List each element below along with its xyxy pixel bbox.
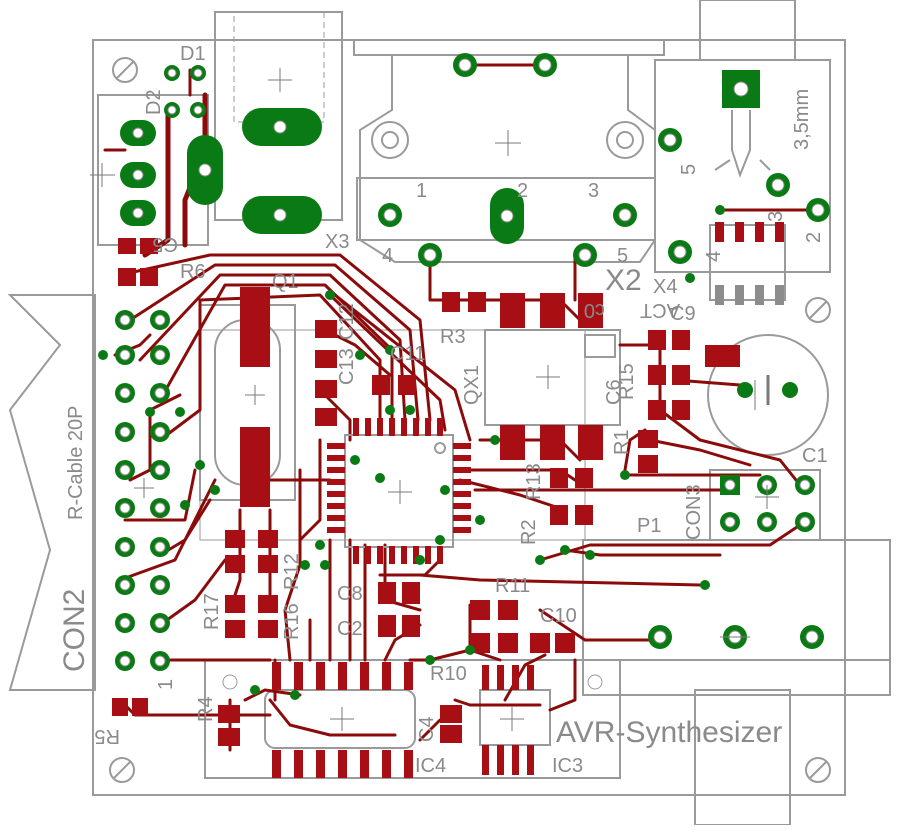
label-r16: R16: [281, 603, 303, 640]
label-rcable: R-Cable 20P: [65, 405, 87, 520]
x2-top-outline: [353, 39, 665, 56]
label-x2: X2: [605, 264, 642, 297]
label-c0: c0: [584, 299, 605, 321]
label-c8: C8: [337, 583, 363, 605]
label-c4: C4: [416, 716, 438, 742]
jack-pin-outline: [714, 110, 771, 178]
c1-outline: [707, 334, 829, 456]
label-x2-pin4: 4: [382, 245, 393, 267]
ic3-outline: [479, 689, 551, 746]
x2-outline: [359, 55, 656, 263]
label-r11: R11: [495, 575, 530, 597]
label-r3: R3: [440, 326, 466, 348]
label-x4-pin2: 2: [803, 232, 825, 243]
label-r5: R5: [94, 725, 120, 747]
silkscreen-labels: AVR-Synthesizer CON2 R-Cable 20P CON3 P1…: [58, 43, 828, 777]
label-act: ACT: [640, 299, 680, 321]
label-r10: R10: [430, 663, 467, 685]
origin-crosses: [90, 68, 779, 731]
label-x2-pin2: 2: [517, 180, 528, 202]
label-p1: P1: [637, 515, 661, 537]
label-r6: R6: [180, 261, 206, 283]
label-x3: X3: [325, 231, 349, 253]
through-hole-pads: [115, 53, 830, 671]
label-d2: D2: [143, 89, 165, 115]
ic-x4-outline: [709, 224, 786, 301]
label-c6: C6: [603, 379, 625, 405]
label-jack-size: 3,5mm: [791, 89, 813, 150]
label-d1: D1: [180, 43, 206, 65]
label-c12: C12: [336, 303, 358, 340]
label-r15: R15: [616, 363, 638, 400]
label-qx1: QX1: [461, 365, 483, 405]
label-x2-pin3: 3: [588, 180, 599, 202]
label-r4: R4: [195, 696, 217, 722]
vias: [98, 205, 725, 700]
label-r17: R17: [201, 593, 223, 630]
label-x2-pin1: 1: [416, 180, 427, 202]
label-ic4: IC4: [415, 755, 446, 777]
label-q1: Q1: [272, 271, 299, 293]
con2-cable-outline: [7, 294, 96, 691]
label-x2-pin5: 5: [617, 245, 628, 267]
mounting-holes: [109, 57, 831, 783]
label-con2-pin1: 1: [155, 679, 177, 690]
label-c10: C10: [540, 605, 577, 627]
label-r1: R1: [611, 429, 633, 455]
label-c5: C5: [152, 233, 178, 255]
board-title: AVR-Synthesizer: [556, 716, 782, 749]
label-r2: R2: [518, 519, 540, 545]
smd-pads: [112, 222, 784, 778]
label-con2: CON2: [58, 589, 91, 672]
label-r12: R12: [281, 553, 303, 590]
label-c9: C9: [670, 303, 696, 325]
label-x4-pin3: 3: [765, 211, 787, 222]
label-r13: R13: [523, 463, 545, 500]
jack-outline: [699, 0, 796, 61]
label-c11: C11: [390, 343, 425, 365]
label-c2: C2: [337, 618, 363, 640]
label-c13: C13: [336, 348, 358, 385]
label-c1: C1: [802, 445, 828, 467]
label-con3: CON3: [683, 484, 705, 540]
label-ic3: IC3: [552, 755, 583, 777]
label-x4: X4: [653, 276, 677, 298]
label-x4-pin5: 5: [678, 164, 700, 175]
con2-header: [115, 310, 170, 671]
label-x4-pin4: 4: [703, 251, 725, 262]
